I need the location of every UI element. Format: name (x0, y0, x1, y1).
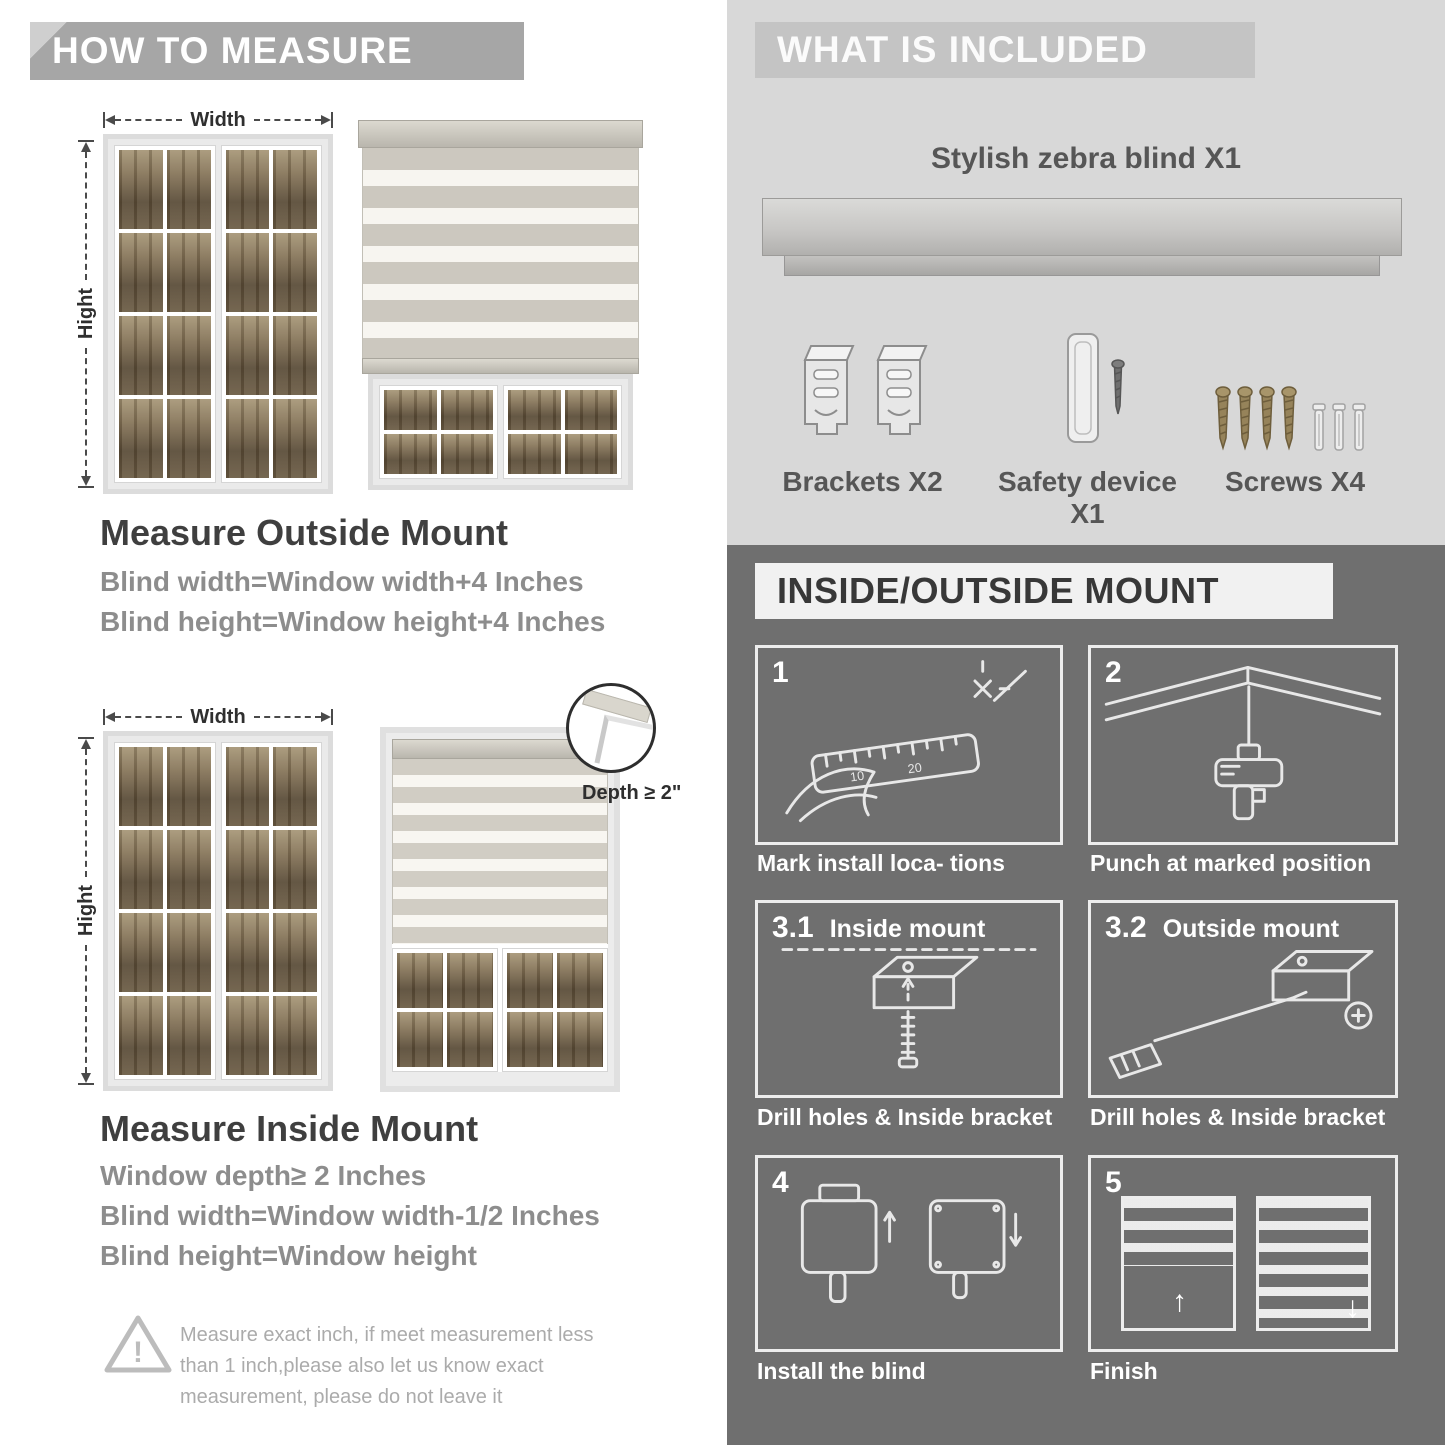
width-arrow-outside: Width (103, 108, 334, 132)
step-caption: Punch at marked position (1090, 850, 1372, 876)
mount-header: INSIDE/OUTSIDE MOUNT (755, 563, 1333, 619)
height-arrow-outside: Hight (74, 140, 98, 488)
step-caption: Drill holes & Inside bracket (757, 1104, 1053, 1130)
inside-bracket-art (781, 948, 1037, 1069)
step-number: 3.2 (1105, 911, 1147, 944)
how-to-measure-header: HOW TO MEASURE (30, 22, 524, 80)
brackets-icon (868, 338, 930, 450)
arrow-right-icon (321, 712, 332, 722)
step-number: 3.1 (772, 911, 814, 944)
height-arrow-inside: Hight (74, 737, 98, 1085)
finish-blind-raised: ↑ (1121, 1196, 1236, 1331)
product-label: Stylish zebra blind X1 (930, 142, 1242, 175)
window-sash (220, 145, 322, 483)
drill-art (1104, 665, 1382, 821)
zebra-stripes (392, 759, 608, 944)
finish-blind-lowered: ↓ (1256, 1196, 1371, 1331)
depth-detail-circle (566, 683, 656, 773)
up-arrow-icon: ↑ (1172, 1285, 1187, 1318)
zebra-stripes (362, 148, 639, 358)
outside-bracket-art (1108, 950, 1374, 1079)
mount-step-panel-5: 5 ↑ ↓ (1088, 1155, 1398, 1352)
inside-mount-line2: Blind width=Window width-1/2 Inches (100, 1200, 600, 1231)
depth-label: Depth ≥ 2" (582, 782, 682, 804)
warning-icon: ! (103, 1312, 173, 1376)
safety-device-icon (1040, 328, 1150, 453)
step-number: 2 (1105, 656, 1122, 689)
svg-text:20: 20 (907, 761, 923, 777)
arrow-up-icon (81, 739, 91, 749)
mount-step-panel-3-1: 3.1 Inside mount (755, 900, 1063, 1098)
step-caption: Mark install loca- tions (757, 850, 1005, 876)
window-under-blind (392, 944, 608, 1072)
inside-mount-line1: Window depth≥ 2 Inches (100, 1160, 427, 1191)
height-label: Hight (74, 288, 97, 340)
install-blind-art (800, 1183, 1022, 1303)
safety-device-label: Safety device X1 (998, 466, 1177, 529)
screws-icon (1215, 376, 1375, 468)
step-number: 4 (772, 1166, 789, 1199)
blind-headrail-graphic (762, 198, 1402, 276)
mount-step-panel-1: 1 10 20 (755, 645, 1063, 845)
svg-text:10: 10 (849, 769, 865, 785)
outside-mount-line1: Blind width=Window width+4 Inches (100, 566, 584, 597)
measure-tape-art: 10 20 (785, 660, 1027, 823)
blind-headrail (358, 120, 643, 148)
what-is-included-header: WHAT IS INCLUDED (755, 22, 1255, 78)
measure-note: Measure exact inch, if meet measurement … (180, 1324, 594, 1408)
width-label: Width (190, 705, 246, 728)
outside-mount-heading: Measure Outside Mount (100, 512, 509, 553)
mount-step-panel-4: 4 (755, 1155, 1063, 1352)
arrow-down-icon (81, 1073, 91, 1083)
mount-step-panel-3-2: 3.2 Outside mount (1088, 900, 1398, 1098)
arrow-left-icon (105, 712, 115, 722)
window-sash (114, 145, 216, 483)
step-number: 1 (772, 656, 789, 689)
step-caption: Install the blind (757, 1358, 926, 1384)
brackets-icon (795, 338, 857, 450)
blind-illustration-inside (380, 727, 620, 1092)
step-title: Outside mount (1162, 915, 1340, 943)
step-title: Inside mount (829, 915, 986, 943)
step-number: 5 (1105, 1166, 1122, 1199)
inside-mount-heading: Measure Inside Mount (100, 1108, 479, 1149)
height-label: Hight (74, 885, 97, 937)
svg-text:!: ! (133, 1336, 143, 1369)
arrow-down-icon (81, 476, 91, 486)
blind-bottomrail (362, 358, 639, 374)
step-caption: Drill holes & Inside bracket (1090, 1104, 1386, 1130)
blind-illustration-outside (358, 120, 643, 490)
screws-label: Screws X4 (1224, 466, 1366, 497)
step-caption: Finish (1090, 1358, 1158, 1384)
window-illustration-inside (103, 731, 333, 1091)
arrow-right-icon (321, 115, 332, 125)
inside-mount-line3: Blind height=Window height (100, 1240, 477, 1271)
window-under-blind (368, 374, 633, 490)
window-illustration-outside (103, 134, 333, 494)
down-arrow-icon: ↓ (1345, 1291, 1360, 1324)
outside-mount-line2: Blind height=Window height+4 Inches (100, 606, 606, 637)
arrow-left-icon (105, 115, 115, 125)
mount-step-panel-2: 2 (1088, 645, 1398, 845)
width-label: Width (190, 108, 246, 131)
brackets-label: Brackets X2 (782, 466, 943, 497)
arrow-up-icon (81, 142, 91, 152)
width-arrow-inside: Width (103, 705, 334, 729)
